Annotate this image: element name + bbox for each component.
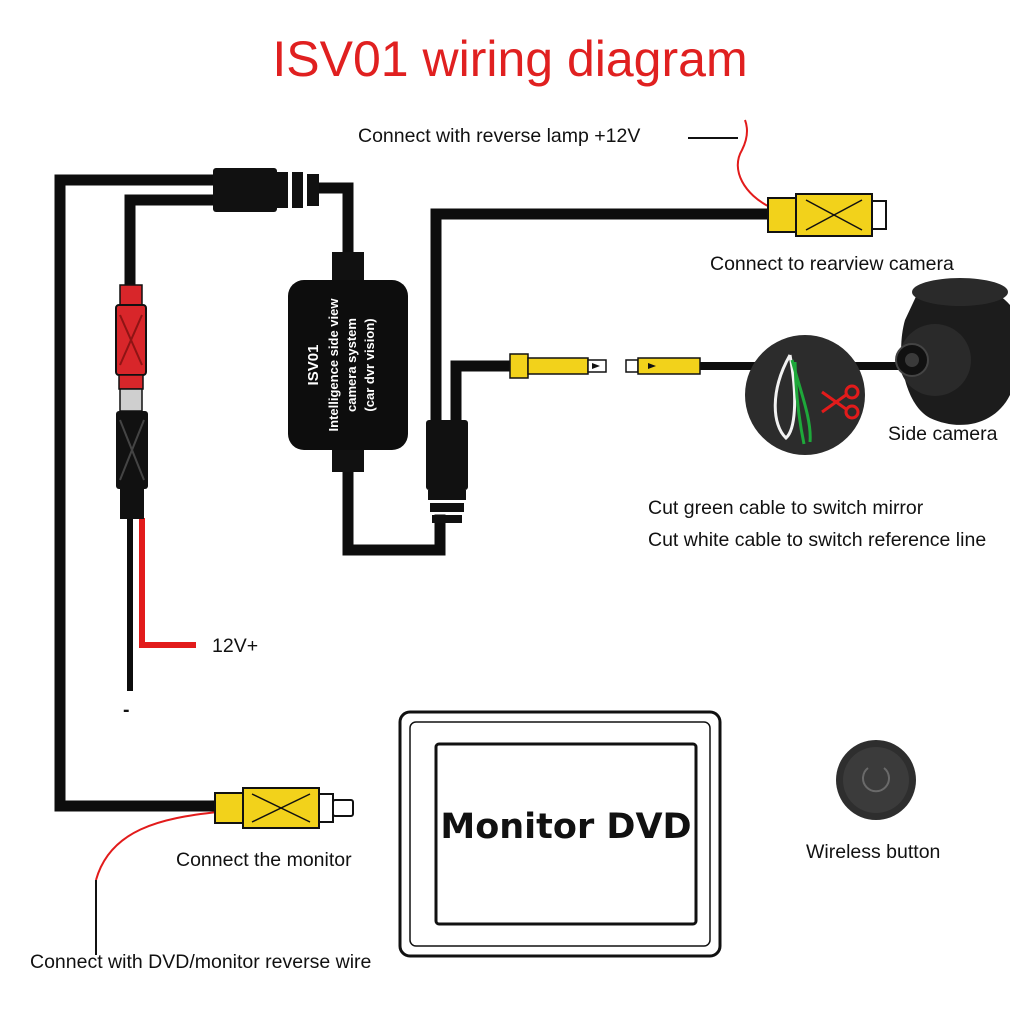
- module-label-line2: Intelligence side view: [326, 298, 341, 432]
- label-connect-monitor: Connect the monitor: [176, 849, 352, 871]
- wire-monitor-loop: [54, 174, 221, 812]
- wire-positive: [139, 518, 196, 648]
- power-icon: [862, 767, 890, 793]
- cable-cut-detail: [745, 335, 865, 455]
- rca-connector-monitor: [214, 787, 354, 829]
- label-power-negative: -: [123, 699, 130, 721]
- monitor-label: Monitor DVD: [440, 807, 691, 847]
- splitter-connector: [426, 420, 468, 523]
- inline-connector-top: [213, 168, 319, 212]
- label-cut-white: Cut white cable to switch reference line: [648, 529, 986, 551]
- white-cable: [773, 354, 797, 441]
- label-wireless-button: Wireless button: [806, 841, 940, 863]
- wire-reverse-lamp: [736, 119, 771, 208]
- main-wires: [54, 174, 909, 812]
- scissors-icon: [821, 384, 860, 420]
- label-dvd-reverse-wire: Connect with DVD/monitor reverse wire: [30, 951, 371, 973]
- wire-dvd-reverse: [95, 811, 219, 881]
- wire-module-to-splitter: [342, 462, 446, 556]
- label-reverse-lamp: Connect with reverse lamp +12V: [358, 125, 640, 147]
- label-rearview-camera: Connect to rearview camera: [710, 253, 954, 275]
- module-label-line4: (car dvr vision): [362, 318, 377, 411]
- diagram-title: ISV01 wiring diagram: [272, 31, 747, 87]
- side-camera-body: [895, 278, 1010, 425]
- wire-to-power-plug: [124, 194, 221, 296]
- side-camera-plug-right: [625, 357, 701, 375]
- label-power-positive: 12V+: [212, 635, 258, 657]
- label-side-camera: Side camera: [888, 423, 998, 445]
- isv01-module: ISV01 Intelligence side view camera syst…: [288, 252, 408, 472]
- module-label-model: ISV01: [305, 345, 322, 386]
- wire-to-module-top: [312, 182, 354, 264]
- monitor-dvd: Monitor DVD: [398, 710, 722, 958]
- module-label-line3: camera system: [344, 318, 359, 412]
- wire-to-side-plug: [450, 360, 518, 428]
- wire-to-rearview: [430, 208, 776, 428]
- wireless-button: [836, 740, 916, 820]
- rca-connector-rearview: [767, 193, 887, 237]
- label-cut-green: Cut green cable to switch mirror: [648, 497, 924, 519]
- side-camera-plug-left: [509, 353, 607, 379]
- power-plug: [115, 284, 148, 519]
